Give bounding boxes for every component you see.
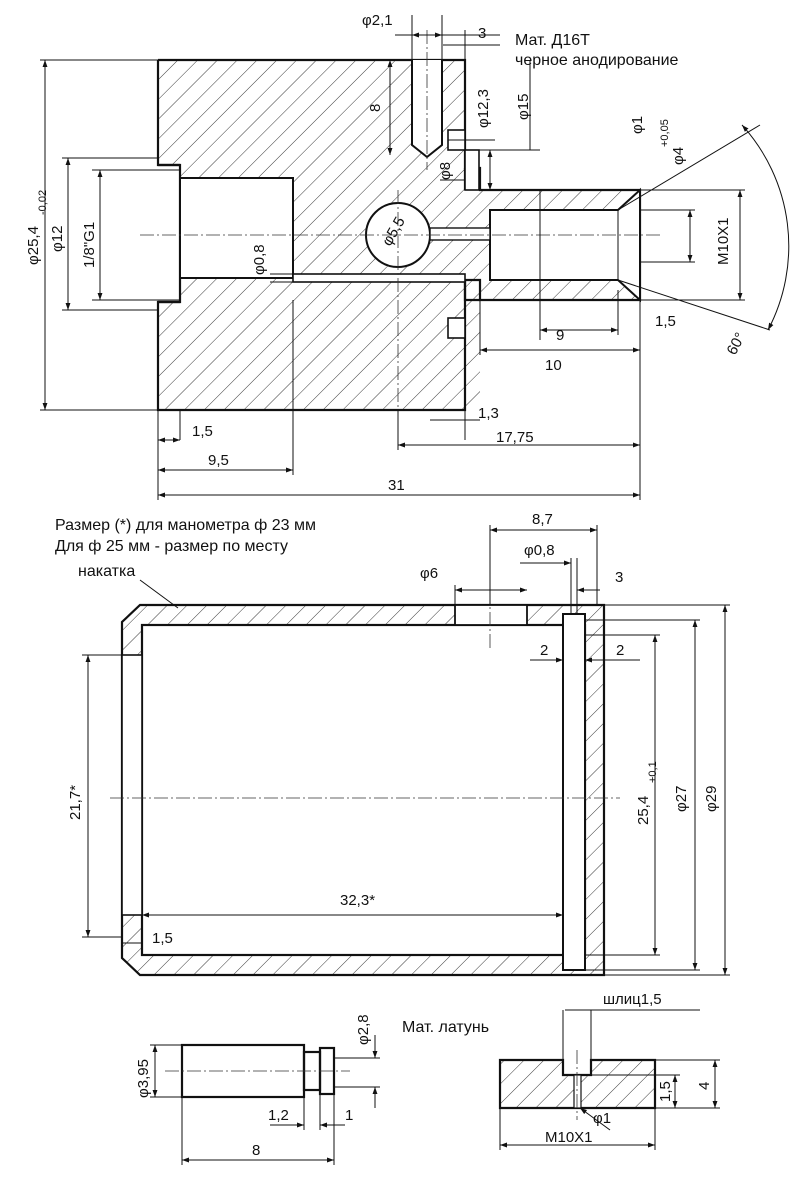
dim-d15: φ15 — [515, 94, 532, 120]
dim-2-left: 2 — [540, 642, 548, 659]
dim-1-2: 1,2 — [268, 1107, 289, 1124]
screw-view: Мат. латунь шлиц1,5 1,5 4 φ1 M10X1 — [402, 991, 720, 1150]
dim-d4: φ4 — [670, 147, 687, 165]
dim-8: 8 — [367, 104, 384, 112]
material-note: Мат. Д16Т — [515, 32, 590, 49]
dim-1-5-mid: 1,5 — [152, 930, 173, 947]
pin-view: φ2,8 φ3,95 1,2 1 8 — [135, 1014, 380, 1165]
dim-31: 31 — [388, 477, 405, 494]
dim-25-4: 25,4 — [635, 796, 652, 825]
dim-3-top: 3 — [478, 25, 486, 42]
dim-d25-4-tolerance: -0,02 — [37, 190, 49, 215]
cap-section-view: Размер (*) для манометра ф 23 мм Для ф 2… — [55, 511, 730, 977]
dim-d6: φ6 — [420, 565, 438, 582]
dim-8-pin: 8 — [252, 1142, 260, 1159]
dim-1-5-right: 1,5 — [655, 313, 676, 330]
dim-10: 10 — [545, 357, 562, 374]
dim-g1: 1/8"G1 — [81, 222, 98, 268]
threaded-bore — [179, 177, 294, 279]
knurl-note: накатка — [78, 563, 135, 580]
dim-1-5-screw: 1,5 — [657, 1081, 674, 1102]
dim-d4-tolerance: +0,05 — [659, 119, 671, 147]
dim-m10x1-screw: M10X1 — [545, 1129, 593, 1146]
dim-9-top: 9 — [556, 327, 564, 344]
dim-1-3: 1,3 — [478, 405, 499, 422]
dim-angle-60: 60° — [724, 330, 750, 358]
dim-17-75: 17,75 — [496, 429, 534, 446]
dim-d0-8-mid: φ0,8 — [524, 542, 555, 559]
dim-d12: φ12 — [49, 226, 66, 252]
dim-9-5: 9,5 — [208, 452, 229, 469]
dim-d1: φ1 — [629, 116, 646, 134]
dim-3-mid: 3 — [615, 569, 623, 586]
dim-1-pin: 1 — [345, 1107, 353, 1124]
dim-d27: φ27 — [673, 786, 690, 812]
screw-hatched — [500, 1060, 655, 1108]
dim-slot: шлиц1,5 — [603, 991, 662, 1008]
dim-d3-95: φ3,95 — [135, 1059, 152, 1098]
dim-4-screw: 4 — [696, 1082, 713, 1090]
dim-d2-8: φ2,8 — [355, 1014, 372, 1045]
dim-2-right: 2 — [616, 642, 624, 659]
body-section-view: Мат. Д16Т черное анодирование φ2,1 3 8 φ… — [25, 12, 790, 500]
size-note-line1: Размер (*) для манометра ф 23 мм — [55, 517, 316, 534]
dim-d29: φ29 — [703, 786, 720, 812]
dim-d12-3: φ12,3 — [475, 89, 492, 128]
dim-25-4-tolerance: +0,1 — [647, 761, 659, 783]
material-brass-note: Мат. латунь — [402, 1019, 489, 1036]
dim-d2-1: φ2,1 — [362, 12, 393, 29]
dim-d1-screw: φ1 — [593, 1110, 611, 1127]
dim-8-7: 8,7 — [532, 511, 553, 528]
dim-1-5-left: 1,5 — [192, 423, 213, 440]
finish-note: черное анодирование — [515, 52, 679, 69]
dim-d25-4: φ25,4 — [25, 226, 42, 265]
dim-21-7: 21,7* — [67, 785, 84, 820]
dim-d0-8-top: φ0,8 — [251, 244, 268, 275]
dim-m10x1-top: M10X1 — [715, 217, 732, 265]
dim-32-3: 32,3* — [340, 892, 375, 909]
size-note-line2: Для ф 25 мм - размер по месту — [55, 538, 288, 555]
dim-d8: φ8 — [437, 162, 454, 180]
